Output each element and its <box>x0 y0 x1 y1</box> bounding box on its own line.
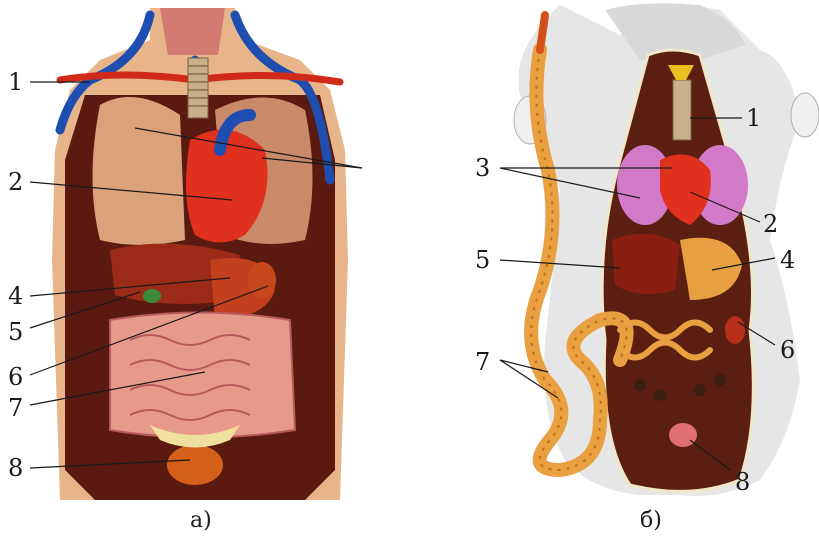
human-label-2: 2 <box>8 170 23 194</box>
human-trachea <box>188 58 208 118</box>
human-label-4: 4 <box>8 284 23 308</box>
rabbit-label-3: 3 <box>475 156 490 180</box>
human-label-7: 7 <box>8 396 23 420</box>
rabbit-label-1: 1 <box>746 106 761 130</box>
human-label-8: 8 <box>8 456 23 480</box>
human-caption: а) <box>190 508 212 533</box>
rabbit-label-4: 4 <box>780 248 795 272</box>
rabbit-label-7: 7 <box>475 350 490 374</box>
human-kidney <box>248 262 276 298</box>
human-left-lung <box>93 97 186 245</box>
human-label-5: 5 <box>8 320 23 344</box>
human-gallbladder <box>143 289 161 303</box>
rabbit-caption: б) <box>640 508 662 533</box>
human-label-6: 6 <box>8 365 23 389</box>
rabbit-label-5: 5 <box>475 248 490 272</box>
rabbit-label-8: 8 <box>735 470 750 494</box>
human-bladder <box>167 445 223 485</box>
human-label-1: 1 <box>8 70 23 94</box>
human-intestines <box>110 313 295 438</box>
rabbit-label-2: 2 <box>763 212 778 236</box>
rabbit-label-6: 6 <box>780 338 795 362</box>
